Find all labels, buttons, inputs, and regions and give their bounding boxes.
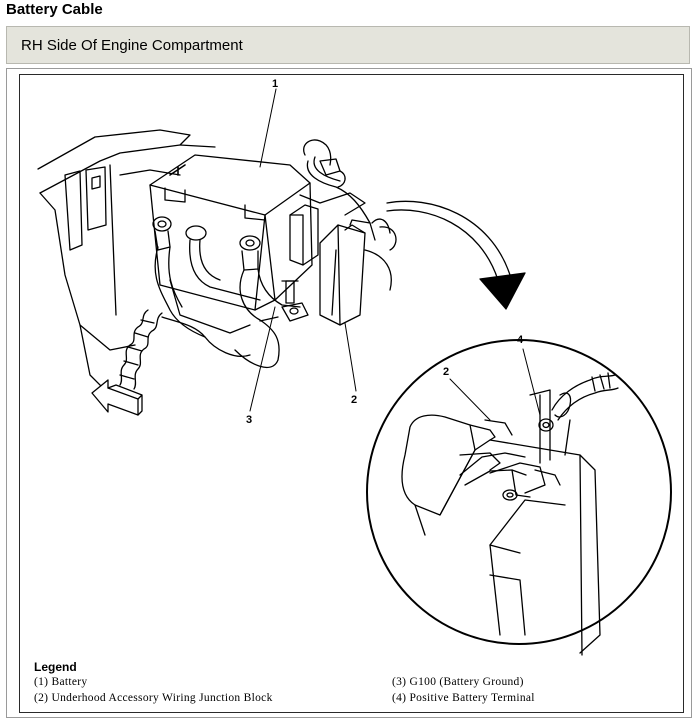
detail-pointer-arrow xyxy=(386,200,526,310)
junction-block xyxy=(289,204,397,326)
detail-junction-block xyxy=(401,372,619,656)
positive-cable-route xyxy=(299,139,371,224)
legend-title: Legend xyxy=(34,660,77,674)
callout-2: 2 xyxy=(351,394,357,406)
page-title: Battery Cable xyxy=(6,1,103,18)
ground-g100 xyxy=(259,280,309,322)
figure-frame: 1 2 3 2 4 Legend (1) Battery (2) Underho… xyxy=(6,68,692,718)
legend-item-junction-block: (2) Underhood Accessory Wiring Junction … xyxy=(34,692,273,704)
legend-item-ground: (3) G100 (Battery Ground) xyxy=(392,676,524,688)
callout-2-detail: 2 xyxy=(443,366,449,378)
callout-3: 3 xyxy=(246,414,252,426)
section-header: RH Side Of Engine Compartment xyxy=(6,26,690,64)
detail-circle xyxy=(366,339,672,656)
callout-leaders xyxy=(249,88,541,421)
figure-panel: 1 2 3 2 4 Legend (1) Battery (2) Underho… xyxy=(19,74,684,713)
fender-panel xyxy=(37,129,216,396)
front-direction-arrow xyxy=(91,379,143,416)
section-title: RH Side Of Engine Compartment xyxy=(21,37,243,54)
battery-cables xyxy=(119,216,301,390)
callout-4: 4 xyxy=(517,334,524,346)
legend-item-positive-terminal: (4) Positive Battery Terminal xyxy=(392,692,535,704)
legend: Legend (1) Battery (2) Underhood Accesso… xyxy=(34,660,674,712)
battery-cable-illustration: 1 2 3 2 4 xyxy=(37,78,672,656)
legend-item-battery: (1) Battery xyxy=(34,676,88,688)
callout-1: 1 xyxy=(272,78,278,90)
